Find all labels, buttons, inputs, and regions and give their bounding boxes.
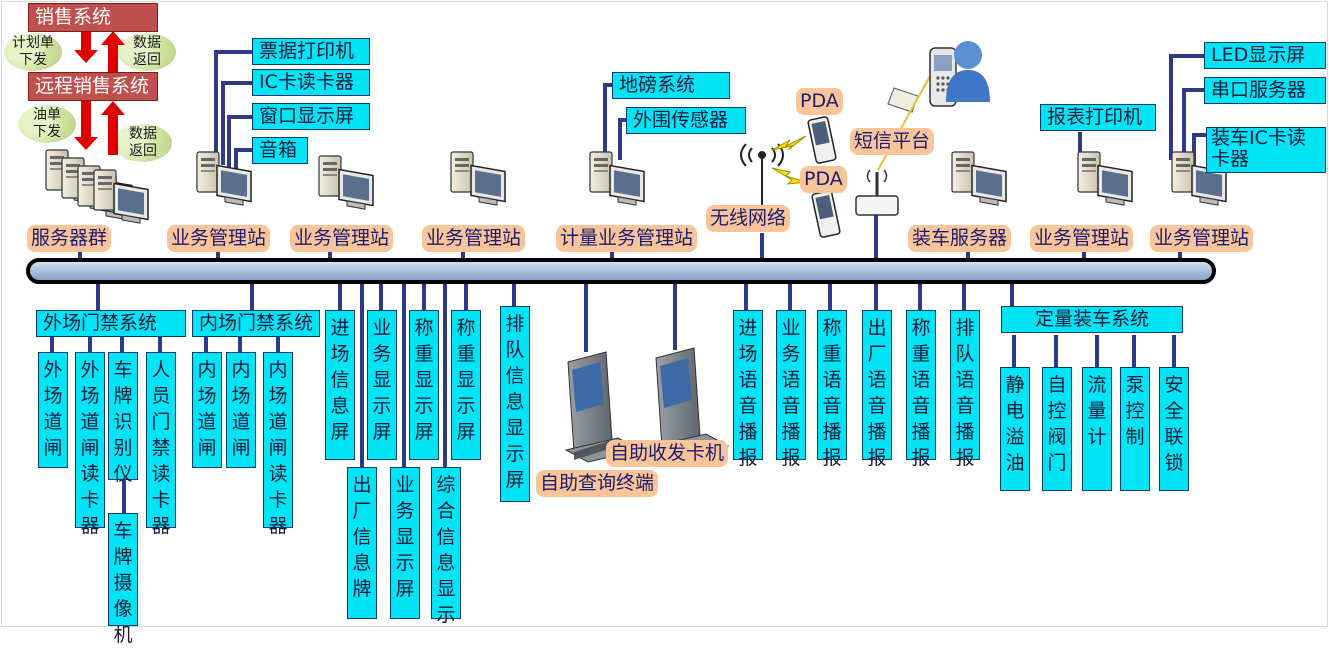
plan-down-cloud: 计划单 下发	[4, 31, 62, 73]
entry-info-screen-box: 进场信息屏	[325, 310, 355, 460]
ic-card-reader-box: IC卡读卡器	[252, 69, 370, 96]
network-bus	[26, 258, 1216, 284]
loading-server-label: 装车服务器	[908, 225, 1012, 252]
remote-sales-system-box: 远程销售系统	[28, 72, 158, 101]
self-service-query-label: 自助查询终端	[536, 470, 659, 497]
outer-access-box: 外场门禁系统	[36, 310, 186, 337]
computer-icon	[1077, 151, 1133, 208]
plate-recognizer-box: 车牌识别仪	[108, 352, 138, 485]
biz-station-label-1: 业务管理站	[167, 225, 271, 252]
voice-exit-box: 出厂语音播报	[862, 310, 892, 469]
pda-label-2: PDA	[800, 166, 847, 193]
connection-lines	[50, 50, 1206, 513]
biz-station-label-3: 业务管理站	[422, 225, 526, 252]
loading-ic-reader-box: 装车IC卡读卡器	[1206, 127, 1326, 173]
antenna-icon	[740, 143, 784, 205]
biz-display-box-1: 业务显示屏	[367, 310, 397, 460]
biz-display-box-2: 业务显示屏	[390, 467, 420, 619]
network-diagram	[26, 30, 1227, 513]
ticket-printer-box: 票据打印机	[252, 38, 370, 65]
report-printer-box: 报表打印机	[1040, 104, 1156, 131]
voice-queue-box: 排队语音播报	[950, 310, 980, 469]
user-icon	[946, 41, 990, 102]
weighbridge-box: 地磅系统	[612, 72, 730, 99]
computer-icon	[951, 151, 1007, 208]
pda-icon	[811, 190, 841, 238]
window-display-box: 窗口显示屏	[252, 103, 370, 130]
exit-info-board-box: 出厂信息牌	[347, 467, 377, 619]
inner-access-box: 内场门禁系统	[192, 310, 320, 337]
wireless-network-label: 无线网络	[706, 205, 791, 232]
plate-camera-box: 车牌摄像机	[108, 513, 138, 646]
personnel-access-reader-box: 人员门禁读卡器	[146, 352, 176, 537]
speaker-box: 音箱	[252, 137, 308, 164]
biz-station-label-4: 业务管理站	[1030, 225, 1134, 252]
voice-biz-box: 业务语音播报	[776, 310, 806, 469]
inner-gate-box-1: 内场道闸	[192, 352, 222, 468]
inner-gate-box-2: 内场道闸	[226, 352, 256, 468]
pda-icon	[807, 116, 837, 164]
weigh-display-box-2: 称重显示屏	[451, 310, 481, 460]
voice-weigh-box-2: 称重语音播报	[906, 310, 936, 469]
inner-gate-reader-box: 内场道闸读卡器	[263, 352, 293, 537]
pda-label-1: PDA	[796, 88, 843, 115]
led-display-box: LED显示屏	[1204, 42, 1326, 69]
auto-valve-box: 自控阀门	[1042, 367, 1072, 491]
perimeter-sensor-box: 外围传感器	[626, 107, 746, 134]
server-group-label: 服务器群	[27, 225, 112, 252]
data-return-cloud: 数据 返回	[114, 122, 172, 164]
outer-gate-box: 外场道闸	[38, 352, 68, 468]
serial-server-box: 串口服务器	[1204, 77, 1326, 104]
down-arrow-icon	[74, 30, 98, 63]
computer-icon	[589, 151, 645, 208]
data-return-cloud: 数据 返回	[118, 31, 176, 73]
computer-icon	[318, 155, 374, 212]
down-arrow-icon	[74, 100, 98, 150]
biz-station-label-5: 业务管理站	[1150, 225, 1254, 252]
outer-gate-reader-box: 外场道闸读卡器	[75, 352, 105, 537]
combined-info-display-box: 综合信息显示	[431, 467, 461, 626]
oil-down-cloud: 油单 下发	[18, 103, 76, 145]
computer-icon	[450, 151, 506, 208]
router-icon	[855, 169, 899, 216]
static-overflow-box: 静电溢油	[1000, 367, 1030, 491]
sms-platform-label: 短信平台	[850, 128, 935, 155]
quant-loading-system-box: 定量装车系统	[1001, 306, 1183, 333]
metering-station-label: 计量业务管理站	[556, 225, 698, 252]
self-service-card-label: 自助收发卡机	[606, 440, 729, 467]
voice-weigh-box: 称重语音播报	[817, 310, 847, 469]
biz-station-label-2: 业务管理站	[290, 225, 394, 252]
kiosk-icon	[564, 351, 642, 463]
sales-system-box: 销售系统	[28, 3, 158, 32]
voice-entry-box: 进场语音播报	[733, 310, 763, 469]
up-arrow-icon	[101, 101, 125, 155]
queue-info-display-box: 排队信息显示屏	[500, 306, 530, 502]
weigh-display-box-1: 称重显示屏	[409, 310, 439, 460]
flow-meter-box: 流量计	[1082, 367, 1112, 491]
pump-control-box: 泵控制	[1120, 367, 1150, 491]
safety-interlock-box: 安全联锁	[1159, 367, 1189, 491]
